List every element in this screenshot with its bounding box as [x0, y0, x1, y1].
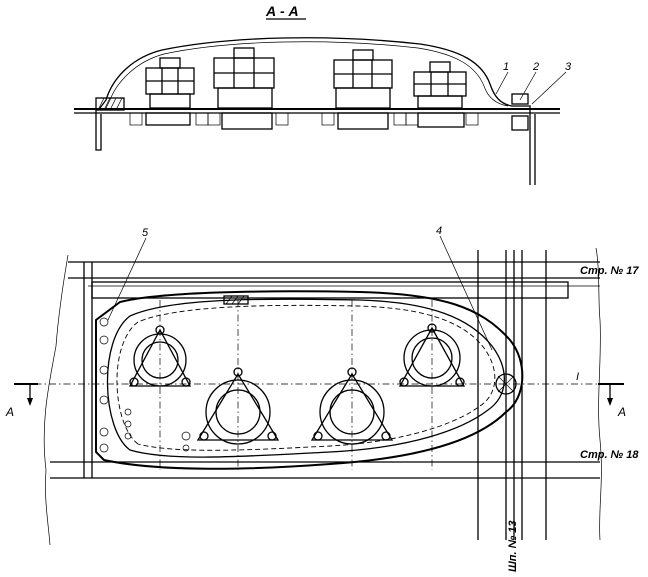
- stringer-label: Шп. № 13: [507, 521, 519, 573]
- axis-label: I: [576, 371, 579, 383]
- right-break-line: [595, 247, 602, 541]
- section-title: А - А: [265, 3, 299, 19]
- unit-4: [413, 61, 467, 128]
- frame-17-label: Стр. № 17: [580, 265, 639, 277]
- cover-outline: [99, 37, 513, 109]
- unit-1: [145, 57, 195, 126]
- inner-cover-outline: [106, 298, 505, 458]
- left-break-line: [43, 254, 69, 546]
- right-bolt: [511, 93, 529, 105]
- flange-1: [128, 325, 192, 387]
- unit-3: [333, 49, 393, 130]
- callout-2: 2: [532, 61, 539, 73]
- unit-2: [213, 47, 275, 130]
- frame-18-label: Стр. № 18: [580, 449, 639, 461]
- section-mark-right: А: [617, 405, 626, 419]
- section-view: А - А: [74, 3, 572, 185]
- bolts-row: [129, 112, 479, 126]
- right-bracket: [529, 114, 536, 185]
- flange-4: [398, 323, 466, 387]
- left-fasteners: [99, 317, 191, 453]
- callout-3: 3: [565, 61, 572, 73]
- plan-view: 5 4 Стр. № 17 Стр. № 18 I А А Шп. № 13: [5, 225, 639, 572]
- left-bracket: [95, 110, 102, 151]
- cover-plan-outline: [95, 290, 524, 470]
- top-rail: [91, 281, 569, 299]
- callout-5: 5: [142, 227, 149, 239]
- flange-2: [196, 367, 280, 445]
- section-mark-left: А: [5, 405, 14, 419]
- callout-1: 1: [503, 61, 509, 73]
- right-fitting: [495, 373, 517, 395]
- flange-3: [310, 367, 394, 445]
- callout-4: 4: [436, 225, 442, 237]
